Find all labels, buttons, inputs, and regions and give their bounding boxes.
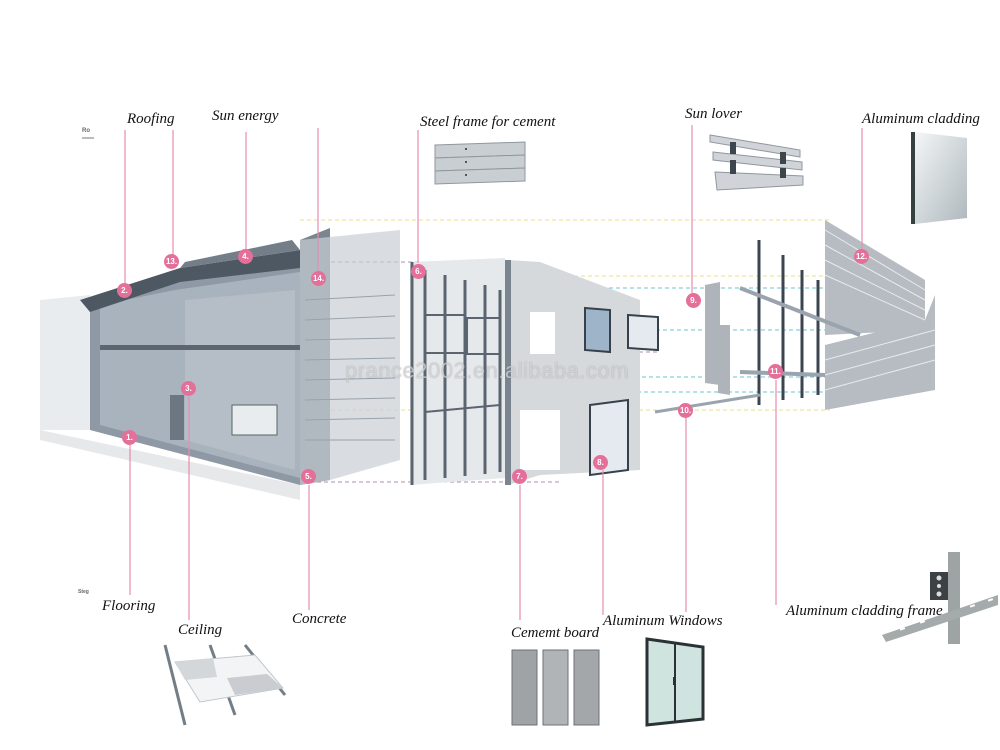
cladding-assembly [654, 220, 936, 414]
marker-8: 8. [593, 455, 608, 470]
label-aluminum-cladding-frame: Aluminum cladding frame [786, 603, 943, 619]
label-concrete: Concrete [292, 611, 347, 627]
aluminum-window-thumbnail [645, 637, 705, 727]
marker-12: 12. [854, 249, 869, 264]
marker-10: 10. [678, 403, 693, 418]
label-steel-frame: Steel frame for cement [420, 114, 556, 130]
building-cutaway [40, 228, 400, 500]
label-cement-board: Cememt board [511, 625, 600, 641]
aluminum-cladding-thumbnail [911, 132, 967, 224]
label-ceiling: Ceiling [178, 622, 223, 638]
cement-board-wall [505, 260, 659, 485]
marker-2: 2. [117, 283, 132, 298]
marker-3: 3. [181, 381, 196, 396]
watermark: prance2002.en.alibaba.com [345, 358, 630, 383]
label-sun-lover: Sun lover [685, 106, 743, 122]
marker-13: 13. [164, 254, 179, 269]
marker-14: 14. [311, 271, 326, 286]
cement-board-thumbnail [511, 649, 600, 726]
label-sun-energy: Sun energy [212, 108, 279, 124]
title-fragment-top: Ro [82, 128, 90, 134]
marker-9: 9. [686, 293, 701, 308]
marker-11: 11. [768, 364, 783, 379]
title-fragment-bottom: Steg [78, 589, 89, 595]
marker-1: 1. [122, 430, 137, 445]
leader-lines [124, 125, 863, 620]
marker-4: 4. [238, 249, 253, 264]
marker-6: 6. [411, 264, 426, 279]
marker-7: 7. [512, 469, 527, 484]
label-flooring: Flooring [102, 598, 156, 614]
label-aluminum-windows: Aluminum Windows [603, 613, 723, 629]
cladding-frame-thumbnail [882, 552, 998, 644]
text-fragment-line [82, 137, 94, 139]
sun-louver-thumbnail [709, 134, 804, 191]
marker-5: 5. [301, 469, 316, 484]
label-roofing: Roofing [127, 111, 175, 127]
label-aluminum-cladding: Aluminum cladding [862, 111, 980, 127]
steel-frame-wall [410, 258, 505, 485]
steel-frame-thumbnail [434, 141, 526, 185]
ceiling-thumbnail [163, 644, 287, 726]
